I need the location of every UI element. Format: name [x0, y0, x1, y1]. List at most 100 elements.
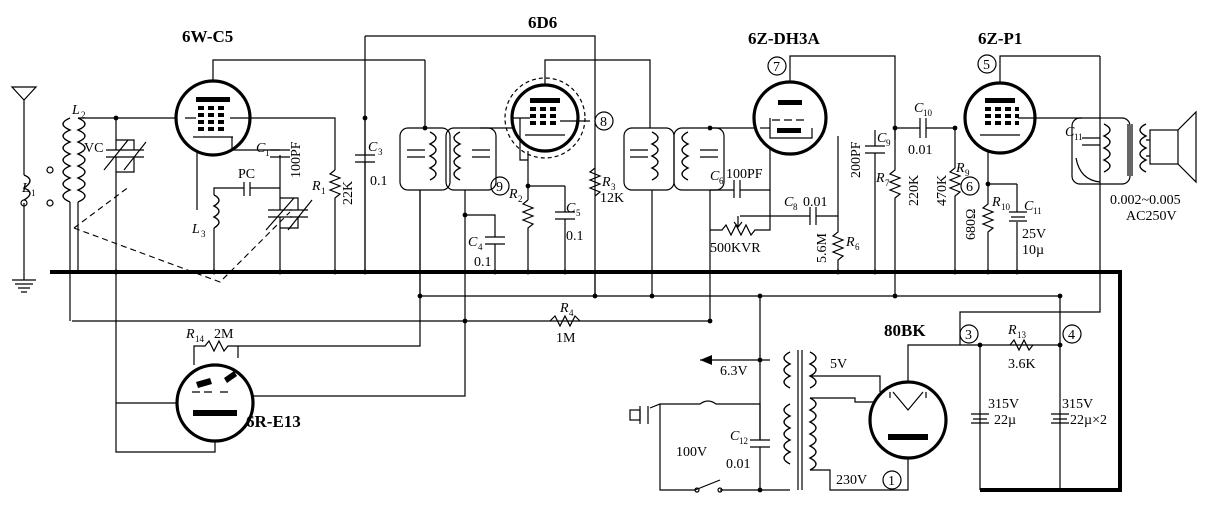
c8-label: C — [784, 195, 794, 210]
detector-tube-label: 6Z-DH3A — [748, 29, 821, 48]
l3-sub: 3 — [201, 229, 206, 239]
pin-6: 6 — [966, 180, 973, 195]
c8-value: 0.01 — [803, 195, 828, 210]
c9-value: 200PF — [849, 141, 864, 178]
tube-6d6: 8 9 6D6 — [490, 13, 651, 196]
variable-capacitor-vc: VC — [84, 115, 147, 272]
if-tube-label: 6D6 — [528, 13, 557, 32]
l1-sub: 1 — [31, 188, 36, 198]
converter-tube-label: 6W-C5 — [182, 27, 233, 46]
c11-value-volt: AC250V — [1126, 209, 1177, 224]
vr-value: 500KVR — [710, 241, 761, 256]
c3-sub: 3 — [378, 147, 383, 157]
capacitor-c8: C 8 0.01 — [784, 195, 838, 225]
antenna-coil-l2: L 2 — [62, 103, 180, 321]
resistor-r2: R 2 — [508, 170, 565, 272]
output-transformer: C 11 0.002~0.005 AC250V — [1065, 117, 1181, 224]
pin-8: 8 — [600, 115, 607, 130]
r7-sub: 7 — [885, 178, 890, 188]
r4-value: 1M — [556, 331, 576, 346]
c9-label: C — [877, 131, 887, 146]
oscillator-section: L 3 PC C 1 100PF — [191, 137, 313, 272]
c4-sub: 4 — [478, 242, 483, 252]
r3-value: 12K — [600, 191, 624, 206]
r13-value: 3.6K — [1008, 357, 1036, 372]
r13-sub: 13 — [1017, 330, 1027, 340]
r14-value: 2M — [214, 327, 234, 342]
c1-label: C — [256, 141, 266, 156]
capacitor-c5: C 5 0.1 — [555, 186, 584, 272]
c11b-label: C — [1024, 199, 1034, 214]
r3-sub: 3 — [611, 182, 616, 192]
c9-sub: 9 — [886, 138, 891, 148]
r9-sub: 9 — [965, 168, 970, 178]
ground-bus — [50, 270, 1122, 492]
c12-sub: 12 — [739, 436, 748, 446]
resistor-r14: R 14 2M — [185, 190, 421, 365]
tuning-eye-label: 6R-E13 — [246, 412, 301, 431]
r6-sub: 6 — [855, 242, 860, 252]
tube-6w-c5: 6W-C5 — [174, 27, 425, 157]
capacitor-c4: C 4 0.1 — [465, 214, 505, 272]
resistor-r3: R 3 12K — [588, 167, 624, 206]
r1-value: 22K — [341, 181, 356, 205]
tube-6z-dh3a: 7 6Z-DH3A — [748, 29, 896, 156]
tube-80bk: 80BK — [868, 321, 948, 460]
c12-label: C — [730, 429, 740, 444]
c6-value: 100PF — [726, 167, 763, 182]
r9-value: 470K — [935, 175, 950, 206]
r10-sub: 10 — [1001, 202, 1011, 212]
c6-label: C — [710, 169, 720, 184]
r1-label: R — [311, 179, 321, 194]
r3-label: R — [601, 175, 611, 190]
capacitor-c3: C 3 0.1 — [355, 115, 388, 272]
c4-value: 0.1 — [474, 255, 492, 270]
resistor-r9: R 9 470K — [935, 125, 970, 272]
supply-wiring — [72, 35, 1101, 490]
rectifier-tube-label: 80BK — [884, 321, 926, 340]
c6-sub: 6 — [719, 176, 724, 186]
resistor-r7: R 7 220K — [875, 125, 922, 296]
vc-label: VC — [84, 141, 103, 156]
pin-5: 5 — [983, 58, 990, 73]
capacitor-c12: C 12 0.01 — [726, 296, 770, 490]
c11-value-cap: 0.002~0.005 — [1110, 193, 1181, 208]
r7-label: R — [875, 171, 885, 186]
power-transformer: 6.3V 5V 230V 1 — [700, 350, 909, 491]
c11b-sub: 11 — [1033, 206, 1042, 216]
c5-sub: 5 — [576, 208, 581, 218]
r6-label: R — [845, 235, 855, 250]
ift-2 — [623, 125, 760, 321]
c3-value: 0.1 — [370, 174, 388, 189]
ground-symbol-icon — [12, 272, 36, 293]
c5-value: 0.1 — [566, 229, 584, 244]
c3-label: C — [368, 140, 378, 155]
input-coil-l1: L 1 — [20, 166, 54, 272]
l2-label: L — [71, 103, 80, 118]
filter-network: 3 4 R 13 3.6K 315V 22µ 315V 22µ×2 — [959, 323, 1107, 428]
cap2-voltage: 315V — [1062, 397, 1093, 412]
speaker-icon — [1146, 110, 1197, 184]
c4-label: C — [468, 235, 478, 250]
r2-sub: 2 — [518, 194, 523, 204]
rectifier-heater-voltage: 5V — [830, 357, 847, 372]
junction-dots — [113, 269, 1063, 493]
heater-voltage: 6.3V — [720, 364, 748, 379]
capacitor-c9: C 9 200PF — [849, 130, 891, 272]
c1-sub: 1 — [265, 148, 270, 158]
r14-sub: 14 — [195, 334, 205, 344]
pin-3: 3 — [965, 328, 972, 343]
r2-label: R — [508, 187, 518, 202]
output-tube-label: 6Z-P1 — [978, 29, 1022, 48]
c10-value: 0.01 — [908, 143, 933, 158]
tube-6r-e13: 6R-E13 — [115, 272, 301, 453]
capacitor-c10: C 10 0.01 — [908, 101, 955, 158]
capacitor-c6: C 6 100PF — [710, 128, 771, 198]
r13-label: R — [1007, 323, 1017, 338]
c1-value: 100PF — [289, 141, 304, 178]
r7-value: 220K — [907, 175, 922, 206]
hv-winding-voltage: 230V — [836, 473, 867, 488]
cathode-network: 6 680Ω R 10 C 11 25V 10µ — [960, 150, 1046, 272]
pin-9: 9 — [496, 180, 503, 195]
